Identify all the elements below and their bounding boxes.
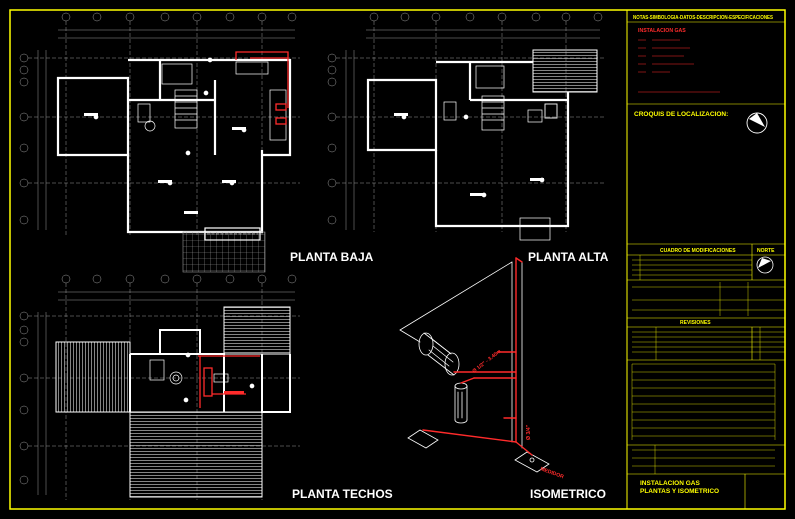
svg-text:MEDIDOR: MEDIDOR	[539, 466, 564, 480]
view-label-planta-techos: PLANTA TECHOS	[292, 487, 393, 501]
modifications-header: CUADRO DE MODIFICACIONES	[660, 248, 736, 254]
svg-text:Ø 1/2" - 3.40m: Ø 1/2" - 3.40m	[472, 348, 503, 374]
notes-header: NOTAS-SIMBOLOGIA-DATOS-DESCRIPCION-ESPEC…	[633, 15, 774, 21]
view-label-isometrico: ISOMETRICO	[530, 487, 606, 501]
sheet-title-line2: PLANTAS Y ISOMETRICO	[640, 488, 719, 495]
svg-text:Ø 3/4": Ø 3/4"	[526, 424, 532, 440]
north-label: NORTE	[757, 248, 775, 254]
title-block: NOTAS-SIMBOLOGIA-DATOS-DESCRIPCION-ESPEC…	[627, 15, 785, 509]
plan-planta-techos	[19, 274, 300, 500]
plan-planta-alta	[327, 12, 605, 241]
isometric-gas-diagram: Ø 1/2" - 3.40m Ø 3/4" MEDIDOR	[399, 257, 565, 480]
gas-legend	[638, 39, 720, 93]
view-titles: PLANTA BAJA PLANTA ALTA PLANTA TECHOS IS…	[290, 250, 609, 501]
north-arrow-icon	[746, 112, 768, 134]
notes-title: INSTALACION GAS	[638, 28, 686, 34]
view-label-planta-baja: PLANTA BAJA	[290, 250, 374, 264]
sheet-title-line1: INSTALACION GAS	[640, 480, 700, 487]
location-header: CROQUIS DE LOCALIZACION:	[634, 111, 728, 118]
plan-planta-baja	[19, 12, 300, 273]
north-symbol-icon	[756, 256, 774, 274]
view-label-planta-alta: PLANTA ALTA	[528, 250, 609, 264]
sheet-frame	[9, 9, 786, 510]
revisions-header: REVISIONES	[680, 320, 711, 326]
